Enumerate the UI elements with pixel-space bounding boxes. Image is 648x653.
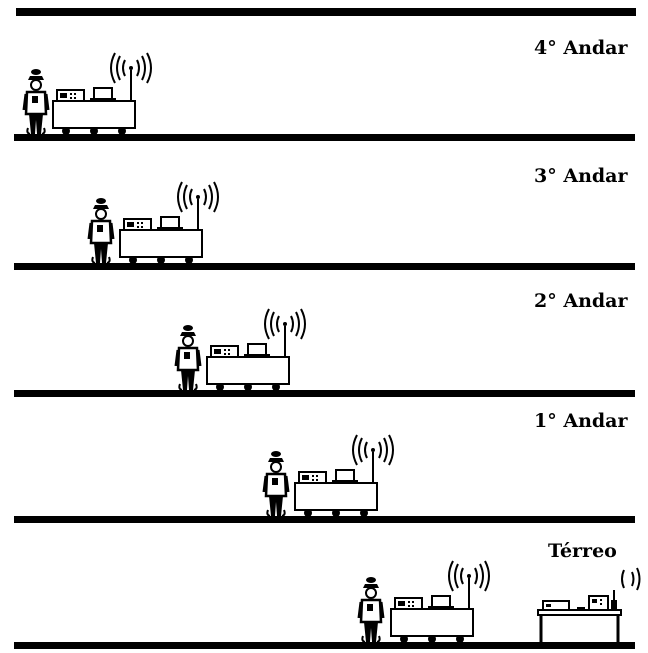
antenna-signal-icon bbox=[621, 567, 641, 591]
person-icon bbox=[262, 449, 290, 518]
mobile-cart-icon bbox=[294, 434, 394, 518]
floor-line-2 bbox=[14, 390, 635, 397]
person-icon bbox=[357, 575, 385, 644]
floor-line-3 bbox=[14, 263, 635, 270]
floor-label-1: 1° Andar bbox=[534, 410, 628, 432]
floor-line-ground bbox=[14, 642, 635, 649]
mobile-cart-icon bbox=[390, 560, 490, 644]
person-icon bbox=[87, 196, 115, 265]
floor-line-4 bbox=[14, 134, 635, 141]
person-icon bbox=[22, 67, 50, 136]
person-icon bbox=[174, 323, 202, 392]
floor-label-ground: Térreo bbox=[548, 540, 617, 562]
floor-line-1 bbox=[14, 516, 635, 523]
floor-label-4: 4° Andar bbox=[534, 37, 628, 59]
ceiling-line bbox=[16, 8, 636, 16]
mobile-cart-icon bbox=[206, 308, 306, 392]
mobile-cart-icon bbox=[119, 181, 219, 265]
base-station-icon bbox=[537, 590, 622, 642]
mobile-cart-icon bbox=[52, 52, 152, 136]
floor-label-2: 2° Andar bbox=[534, 290, 628, 312]
floor-label-3: 3° Andar bbox=[534, 165, 628, 187]
